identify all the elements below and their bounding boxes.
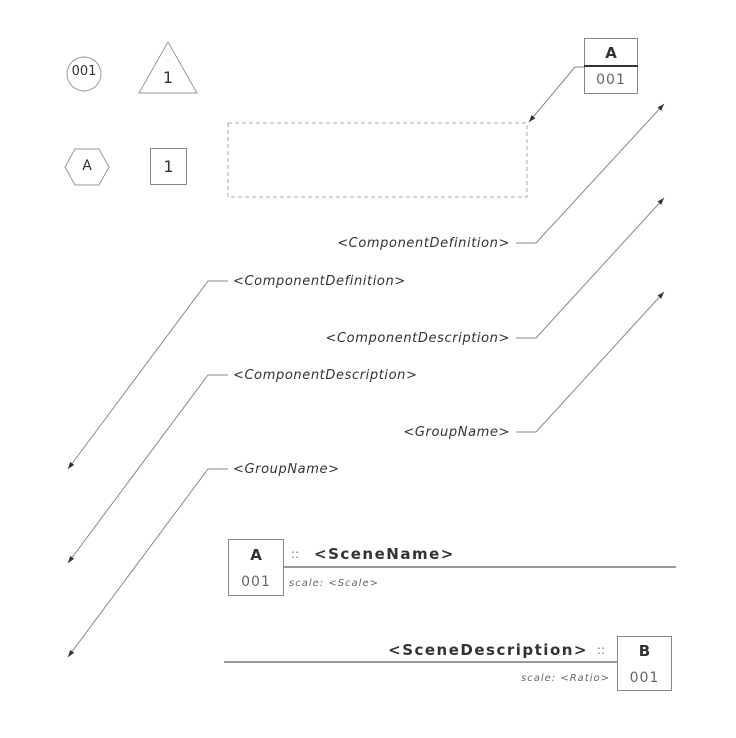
label-left-groupname: <GroupName> bbox=[233, 462, 340, 477]
scene-description-separator: :: bbox=[597, 643, 606, 657]
scene-name: <SceneName> bbox=[314, 545, 455, 563]
hexagon-symbol bbox=[64, 148, 110, 186]
leader-right-groupname bbox=[516, 291, 665, 433]
section-tag-leader bbox=[528, 66, 584, 123]
scene-description-name: <SceneDescription> bbox=[388, 641, 588, 659]
scene-description-number: 001 bbox=[629, 670, 660, 686]
scene-title-tag bbox=[228, 539, 284, 596]
triangle-symbol-number: 1 bbox=[162, 68, 174, 87]
scene-title-letter: A bbox=[250, 546, 262, 564]
section-tag-number: 001 bbox=[596, 72, 626, 88]
leader-left-description bbox=[67, 374, 228, 564]
section-tag-divider bbox=[584, 65, 638, 67]
circle-symbol bbox=[66, 56, 102, 92]
label-left-description: <ComponentDescription> bbox=[233, 368, 418, 383]
hexagon-symbol-letter: A bbox=[82, 158, 92, 174]
label-right-groupname: <GroupName> bbox=[403, 425, 510, 440]
label-right-definition: <ComponentDefinition> bbox=[337, 236, 510, 251]
label-right-description: <ComponentDescription> bbox=[325, 331, 510, 346]
label-left-definition: <ComponentDefinition> bbox=[233, 274, 406, 289]
scene-title-separator: :: bbox=[291, 547, 300, 561]
scene-description-scale: scale: <Ratio> bbox=[521, 673, 610, 684]
square-symbol bbox=[150, 148, 187, 185]
leader-left-groupname bbox=[67, 468, 228, 658]
scene-title-number: 001 bbox=[241, 574, 271, 590]
section-tag-letter: A bbox=[605, 44, 617, 62]
circle-symbol-id: 001 bbox=[71, 64, 97, 79]
leader-right-definition bbox=[516, 103, 665, 244]
scene-description-tag bbox=[617, 636, 672, 691]
leader-right-description bbox=[516, 197, 665, 339]
scene-description-letter: B bbox=[638, 642, 651, 660]
leader-left-definition bbox=[67, 280, 228, 470]
detail-area-dashed-box bbox=[227, 122, 528, 198]
square-symbol-number: 1 bbox=[163, 157, 174, 176]
scene-title-scale: scale: <Scale> bbox=[289, 578, 379, 589]
triangle-symbol bbox=[138, 40, 198, 94]
